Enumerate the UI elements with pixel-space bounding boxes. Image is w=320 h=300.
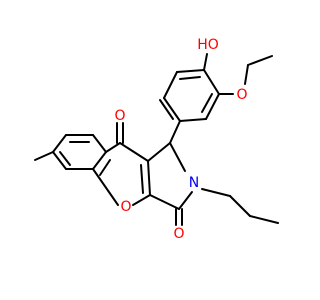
c9-carbonyl-oxygen-label: O xyxy=(114,108,125,124)
bond-phenyl-1 xyxy=(163,97,181,122)
bond-benzene-4 xyxy=(52,134,67,153)
bond-phenyl-5 xyxy=(205,93,220,120)
bond-phenyl-3b xyxy=(179,76,201,80)
bond-benzene-2 xyxy=(92,134,107,153)
bond-phenyl-1b xyxy=(159,99,174,120)
bond-pyrrol-1 xyxy=(147,142,171,162)
molecule-canvas: HO O O O O N xyxy=(34,37,279,242)
bond-phenyl-4 xyxy=(203,69,220,95)
bond-phenyl-3 xyxy=(176,69,205,73)
bond-phenyl-6 xyxy=(179,118,207,122)
bond-aryl-link xyxy=(169,120,181,144)
bond-benzene-1 xyxy=(92,151,107,170)
bond-pyran-3b xyxy=(140,164,144,194)
bond-pyran-1 xyxy=(105,142,121,153)
bond-pyran-4 xyxy=(132,194,151,206)
bond-ethoxy-3 xyxy=(247,55,273,66)
bond-ethoxy-2 xyxy=(244,64,249,85)
bonds xyxy=(34,53,279,226)
hydroxy-oxygen-label: HO xyxy=(197,37,219,53)
bond-methyl xyxy=(34,151,54,161)
bond-hydroxy xyxy=(203,53,208,71)
bond-propyl-3 xyxy=(249,215,279,224)
molecule-structure: HO O O O O N xyxy=(34,37,279,242)
bond-pyran-2 xyxy=(119,142,149,162)
bond-benzene-5b xyxy=(59,151,71,166)
ethoxy-oxygen-label: O xyxy=(236,87,247,103)
bond-phenyl-5b xyxy=(201,93,213,113)
bond-pyrrol-4 xyxy=(149,194,180,210)
atom-labels: HO O O O O N xyxy=(114,37,247,242)
bond-benzene-5 xyxy=(52,151,67,170)
bond-benzene-1b xyxy=(99,159,111,176)
bond-propyl-1 xyxy=(201,188,231,197)
bond-pyrrol-3 xyxy=(178,191,193,210)
bond-phenyl-2 xyxy=(163,71,178,99)
ring-oxygen-label: O xyxy=(120,199,131,215)
c3-carbonyl-oxygen-label: O xyxy=(173,226,184,242)
nitrogen-label: N xyxy=(189,175,199,191)
bond-propyl-2 xyxy=(229,195,251,217)
bond-pyrrol-2 xyxy=(169,142,186,172)
bond-pyran-5 xyxy=(92,168,119,206)
bond-pyran-3 xyxy=(147,160,151,196)
